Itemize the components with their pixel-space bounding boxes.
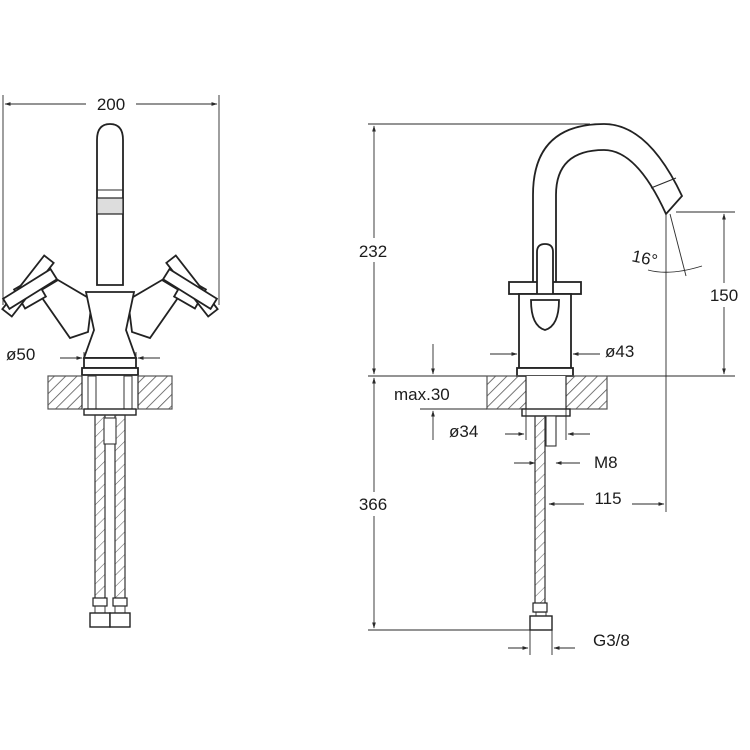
stud-right [123, 375, 133, 411]
hose-side-ferrule [532, 602, 548, 613]
body-diameter-label: ø43 [605, 342, 634, 361]
mixer-body-front [82, 291, 138, 359]
outlet-150-bg [700, 283, 748, 307]
right-handle-arm [127, 278, 184, 340]
stud-thread-label: M8 [594, 453, 618, 472]
stud-side [545, 415, 557, 447]
base-ring-front [81, 367, 139, 376]
side-view: 232 366 150 16° ø43 [350, 123, 748, 655]
spout-angle-label: 16° [630, 246, 659, 270]
spout-side [532, 123, 684, 286]
countertop-hole-side [526, 376, 566, 409]
spout-height-label: 232 [359, 242, 387, 261]
handle-stem-side [536, 243, 554, 301]
spout-tip-ring [650, 177, 677, 189]
center-stud-front [103, 417, 117, 445]
body-collar-front [83, 357, 137, 369]
hose-length-label: 366 [359, 495, 387, 514]
hose-right-ferrule [112, 597, 128, 607]
hose-right-nut [109, 612, 131, 628]
right-cross-handle-b [161, 267, 219, 311]
reach-115-bg [584, 486, 632, 508]
angle-arc [647, 265, 703, 273]
hole-diameter-label: ø34 [449, 422, 478, 441]
left-cross-handle-b [1, 267, 59, 311]
angle-line [669, 213, 687, 277]
front-view: 200 ø50 [1, 92, 220, 628]
max30-bg [392, 384, 476, 406]
outlet-height-label: 150 [710, 286, 738, 305]
stud-left [87, 375, 97, 411]
fixing-plate-front [83, 408, 137, 416]
hose-left-nut [89, 612, 111, 628]
base-ring-side [516, 367, 574, 377]
max-thickness-label: max.30 [394, 385, 450, 404]
aerator [96, 197, 124, 215]
base-diameter-label: ø50 [6, 345, 35, 364]
width-label-bg [86, 92, 136, 114]
length-366-bg [350, 492, 396, 516]
connection-thread-label: G3/8 [593, 631, 630, 650]
height-232-bg [350, 238, 396, 262]
left-handle-arm [36, 278, 93, 340]
hose-side-nut [529, 615, 553, 631]
overall-width-label: 200 [97, 95, 125, 114]
fixing-plate-side [521, 408, 571, 417]
lever-knuckle [530, 299, 560, 331]
hose-side [534, 415, 546, 613]
spout-reach-label: 115 [594, 489, 621, 508]
hose-left-ferrule [92, 597, 108, 607]
